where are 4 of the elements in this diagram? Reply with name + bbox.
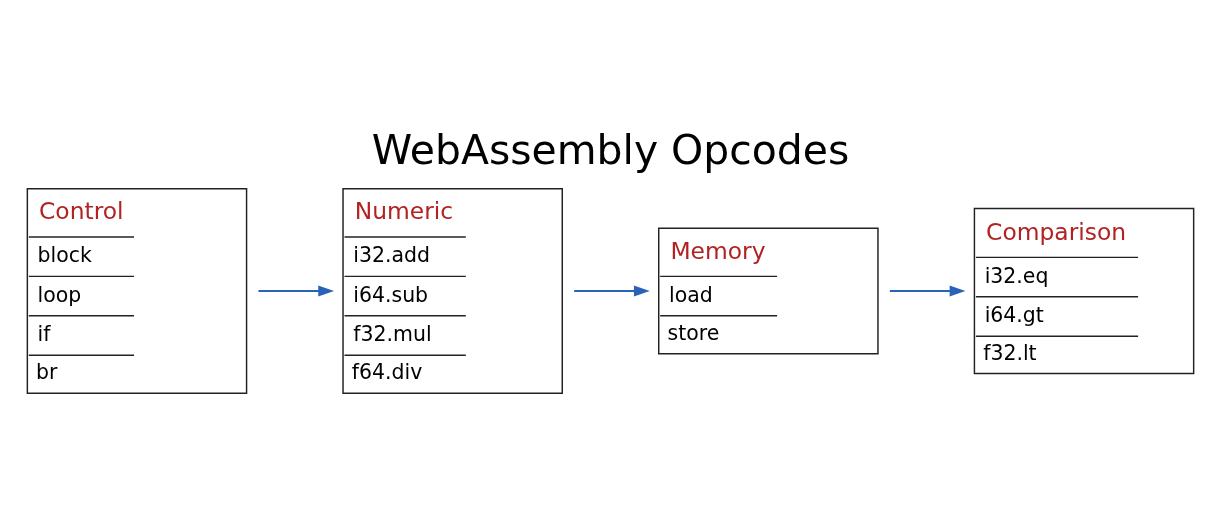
arrow [574,284,650,297]
arrow [889,284,966,297]
diagram-title: WebAssembly Opcodes [371,125,850,174]
arrow [258,284,335,297]
